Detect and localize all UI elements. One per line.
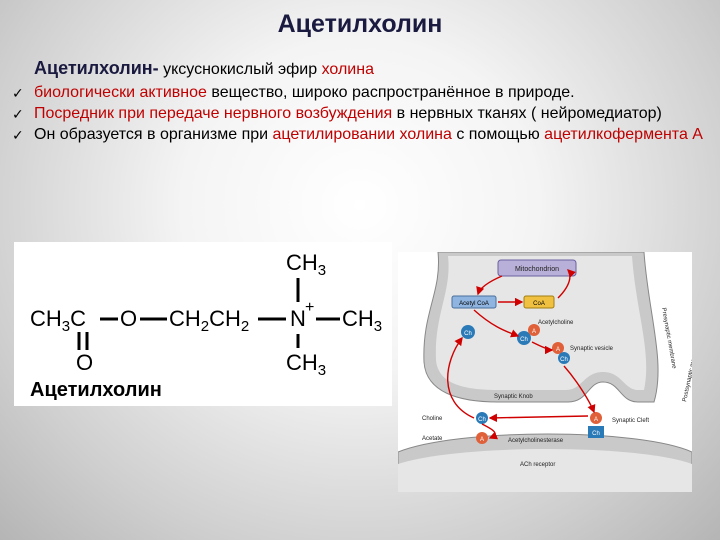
acetylcholine-formula: CH3 CH3C O CH2CH2 N + CH3 CH3 O [30, 250, 382, 401]
formula-carbonyl-o: O [76, 350, 93, 375]
label-presynaptic-membrane: Presynaptic membrane [660, 307, 677, 369]
formula-panel: CH3 CH3C O CH2CH2 N + CH3 CH3 O [14, 242, 392, 406]
label-acetyl-coa: Acetyl CoA [459, 301, 489, 307]
label-acetate: Acetate [422, 436, 443, 442]
intro-text: уксуснокислый эфир [158, 61, 322, 78]
formula-chain-mid: CH2CH2 [169, 306, 249, 335]
label-ch-1: Ch [464, 331, 472, 337]
label-a-3: A [480, 437, 484, 443]
formula-chain-left: CH3C [30, 306, 86, 335]
synapse-diagram: Mitochondrion Acetyl CoA CoA Ch Ch A A C… [397, 251, 701, 493]
check-mark-icon: ✓ [12, 85, 24, 101]
label-ch-4: Ch [478, 417, 486, 423]
reaction-arrows [447, 269, 596, 440]
formula-ch3-top: CH3 [286, 250, 326, 279]
acetyl-coa-box [451, 295, 497, 309]
coa-box [523, 295, 555, 309]
presynaptic-cytoplasm [435, 256, 647, 390]
bullet-text: с помощью [451, 126, 545, 143]
label-mitochondrion: Mitochondrion [515, 266, 559, 273]
bullet-text: ацетилкофермента А [544, 126, 703, 143]
label-synaptic-knob: Synaptic Knob [494, 394, 533, 400]
formula-charge: + [305, 299, 314, 316]
slide-title: Ацетилхолин [277, 10, 443, 38]
ach-receptor-shape [588, 426, 604, 438]
label-a-4: A [594, 417, 598, 423]
label-acetylcholine: Acetylcholine [538, 320, 574, 326]
bullet-text: Он образуется в организме при [34, 126, 273, 143]
label-a-1: A [532, 329, 536, 335]
label-ch-5: Ch [592, 431, 600, 437]
formula-ch3-right: CH3 [342, 306, 382, 335]
bullet-item: ✓ Посредник при передаче нервного возбужд… [10, 105, 715, 123]
bullet-item: ✓ Он образуется в организме при ацетилиро… [10, 126, 715, 144]
bullet-text: Посредник при передаче нервного возбужде… [34, 105, 393, 122]
intro-line: Ацетилхолин- уксуснокислый эфир холина [34, 58, 374, 79]
formula-caption: Ацетилхолин [30, 379, 162, 401]
check-mark-icon: ✓ [12, 106, 24, 122]
label-acetylcholinesterase: Acetylcholinesterase [508, 438, 564, 444]
intro-term: Ацетилхолин- [34, 58, 159, 78]
ch-molecule [461, 325, 475, 339]
bullet-item: ✓ биологически активное вещество, широко … [10, 84, 715, 102]
label-synaptic-cleft: Synaptic Cleft [612, 418, 649, 424]
label-ch-3: Ch [560, 357, 568, 363]
check-mark-icon: ✓ [12, 127, 24, 143]
label-coa: CoA [533, 301, 545, 307]
mitochondrion [497, 259, 577, 277]
formula-ch3-bottom: CH3 [286, 350, 326, 379]
bullet-text: биологически активное [34, 84, 207, 101]
label-a-2: A [556, 347, 560, 353]
label-ch-2: Ch [520, 337, 528, 343]
label-synaptic-vesicle: Synaptic vesicle [570, 346, 614, 352]
formula-oxygen: O [120, 306, 137, 331]
label-ach-receptor: ACh receptor [520, 462, 555, 468]
formula-nitrogen: N [290, 306, 306, 331]
label-choline: Choline [422, 416, 443, 422]
label-postsynaptic-membrane: Postsynaptic membrane [682, 338, 692, 403]
bullet-text: в нервных тканях ( нейромедиатор) [392, 105, 662, 122]
intro-highlight: холина [321, 61, 374, 78]
bullet-text: вещество, широко распространённое в прир… [206, 84, 575, 101]
bullet-text: ацетилировании холина [272, 126, 452, 143]
bullet-list: ✓ биологически активное вещество, широко … [10, 84, 715, 147]
